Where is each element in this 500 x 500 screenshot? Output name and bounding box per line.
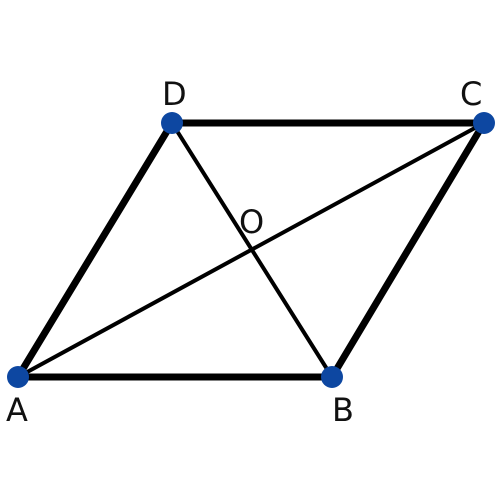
diagonal-bd [170, 121, 334, 379]
vertex-a-point [7, 366, 29, 388]
vertex-c-point [473, 112, 495, 134]
side-da [14, 119, 176, 381]
vertex-d-point [161, 112, 183, 134]
vertex-b-point [321, 366, 343, 388]
label-a: A [6, 391, 28, 429]
label-d: D [162, 75, 187, 113]
label-o: O [239, 203, 264, 241]
label-b: B [332, 391, 354, 429]
side-bc [328, 119, 488, 381]
label-c: C [460, 75, 482, 113]
